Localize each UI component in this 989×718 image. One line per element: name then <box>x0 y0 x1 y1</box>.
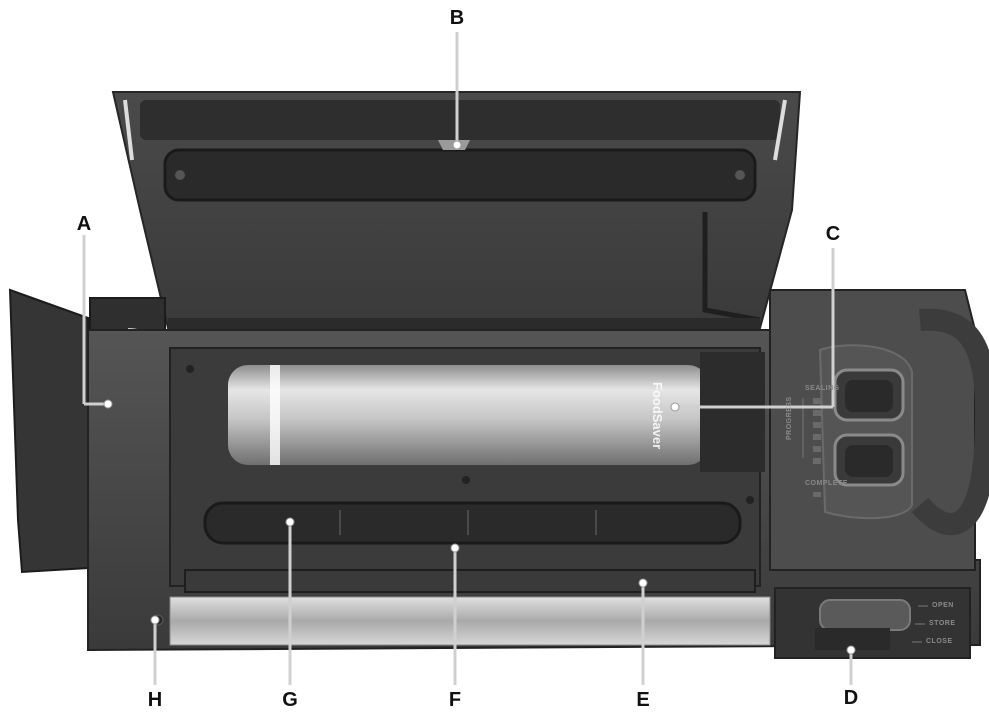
callout-h: H <box>147 689 163 711</box>
progress-light-3 <box>813 422 821 428</box>
progress-light-2 <box>813 410 821 416</box>
mode-switch <box>819 599 911 631</box>
bag-roll <box>228 352 765 472</box>
callout-b: B <box>449 7 465 29</box>
lid-hinge-bar <box>140 100 780 140</box>
vacuum-channel <box>203 501 742 545</box>
callout-f: F <box>448 689 462 711</box>
callout-dots <box>103 140 856 655</box>
progress-light-6 <box>813 458 821 464</box>
callout-e: E <box>636 689 650 711</box>
control-housing <box>769 289 989 659</box>
progress-light-1 <box>813 398 821 404</box>
roll-brand-text: FoodSaver <box>650 382 665 450</box>
callout-g: G <box>282 689 298 711</box>
sealing-label: SEALING <box>805 385 840 392</box>
progress-light-5 <box>813 446 821 452</box>
switch-store-label: STORE <box>929 620 956 627</box>
sealing-area <box>152 569 771 646</box>
complete-label: COMPLETE <box>805 480 848 487</box>
progress-label: PROGRESS <box>786 396 793 440</box>
progress-light-4 <box>813 434 821 440</box>
callout-d: D <box>843 687 859 709</box>
callout-c: C <box>825 223 841 245</box>
switch-open-label: OPEN <box>932 602 954 609</box>
lid-gasket <box>163 148 757 202</box>
switch-close-label: CLOSE <box>926 638 953 645</box>
leader-lines <box>82 32 853 685</box>
complete-light <box>813 492 821 497</box>
callout-a: A <box>76 213 92 235</box>
cutter-bar <box>169 596 771 646</box>
